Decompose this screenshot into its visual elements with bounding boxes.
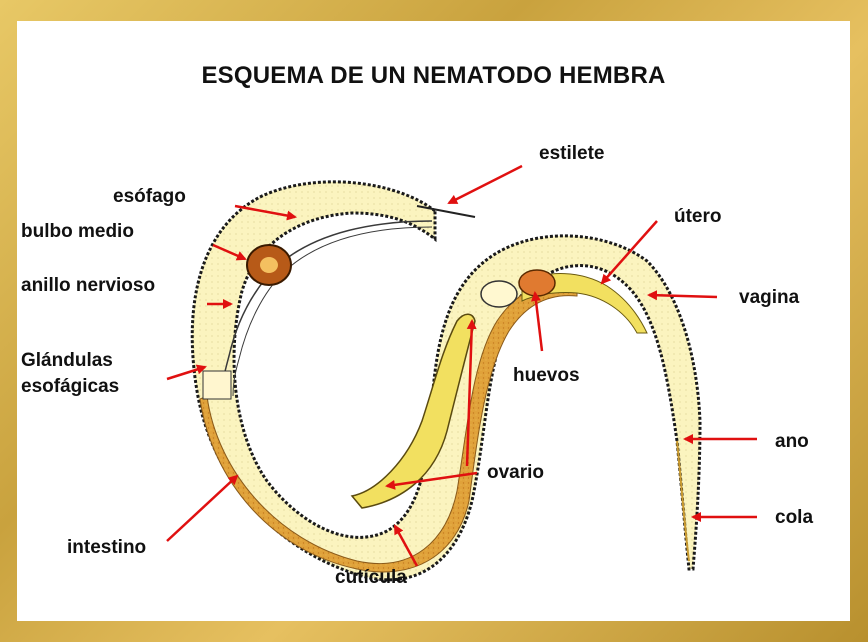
- label-estilete: estilete: [539, 143, 605, 164]
- diagram-title: ESQUEMA DE UN NEMATODO HEMBRA: [201, 62, 666, 89]
- label-cuticula: cutícula: [335, 567, 407, 588]
- slide: ESQUEMA DE UN NEMATODO HEMBRA: [17, 21, 850, 621]
- label-anillo-nervioso: anillo nervioso: [21, 275, 156, 296]
- arrow-vagina: [647, 290, 718, 301]
- egg-1: [480, 280, 518, 308]
- arrow-cuticula: [393, 524, 419, 567]
- label-ovario: ovario: [487, 462, 545, 483]
- arrow-huevos: [530, 291, 544, 352]
- arrow-bulbo: [212, 243, 247, 261]
- nematode-diagram: [166, 164, 757, 582]
- esophageal-glands: [202, 370, 232, 400]
- label-glandulas-1: Glándulas: [21, 350, 113, 371]
- label-vagina: vagina: [739, 287, 800, 308]
- intestine: [199, 280, 578, 573]
- nematode-body: [190, 180, 702, 582]
- label-ano: ano: [775, 431, 809, 452]
- ovary: [350, 313, 476, 509]
- label-esofago: esófago: [113, 186, 186, 207]
- arrow-glandulas: [166, 364, 207, 381]
- stylet: [416, 205, 476, 218]
- arrow-esofago: [234, 204, 297, 221]
- label-huevos: huevos: [513, 365, 580, 386]
- label-cola: cola: [775, 507, 814, 528]
- arrow-intestino: [166, 474, 239, 542]
- egg-2: [518, 269, 556, 297]
- arrow-ovario-2: [385, 471, 478, 490]
- label-intestino: intestino: [67, 537, 147, 558]
- tail-interior: [676, 440, 690, 562]
- arrow-utero: [600, 220, 658, 285]
- label-utero: útero: [674, 206, 722, 227]
- arrow-ovario: [465, 319, 477, 467]
- arrow-estilete: [447, 164, 523, 205]
- esophagus-2: [232, 226, 433, 397]
- esophagus: [221, 220, 433, 397]
- label-bulbo-medio: bulbo medio: [21, 221, 134, 242]
- label-arrows: [166, 164, 757, 567]
- label-glandulas-2: esofágicas: [21, 376, 120, 397]
